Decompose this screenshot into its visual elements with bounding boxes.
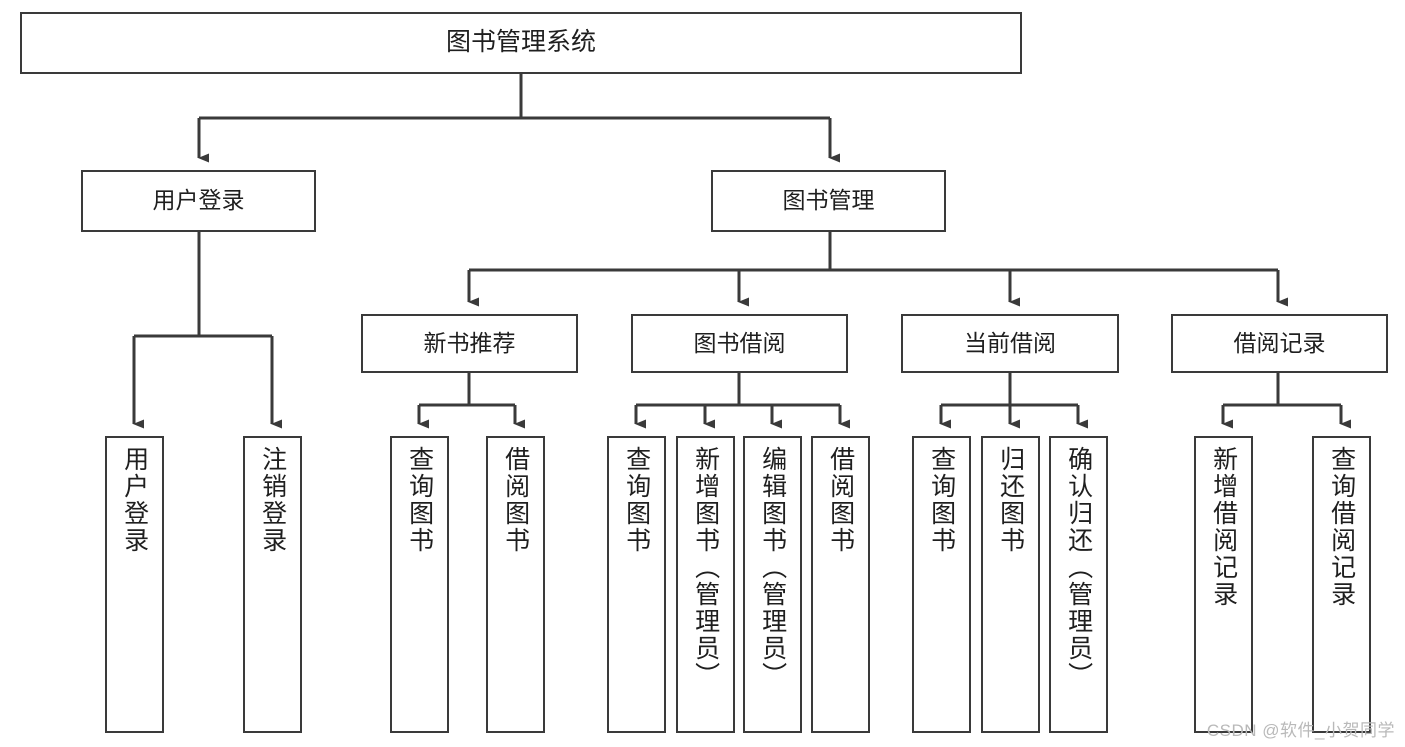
node-label: 用户登录 [120, 446, 149, 554]
node-label: 确认归还（管理员） [1064, 446, 1093, 689]
node-label: 借阅图书 [501, 446, 530, 554]
leaf-add-book-admin[interactable]: 新增图书（管理员） [676, 436, 735, 733]
watermark-text: CSDN @软件_小贺同学 [1206, 721, 1395, 740]
node-label: 图书管理系统 [445, 28, 596, 57]
leaf-logout[interactable]: 注销登录 [243, 436, 302, 733]
node-label: 注销登录 [258, 446, 287, 554]
node-label: 图书借阅 [693, 329, 786, 356]
leaf-return-book[interactable]: 归还图书 [981, 436, 1040, 733]
leaf-edit-book-admin[interactable]: 编辑图书（管理员） [743, 436, 802, 733]
leaf-query-book-1[interactable]: 查询图书 [390, 436, 449, 733]
leaf-confirm-return-admin[interactable]: 确认归还（管理员） [1049, 436, 1108, 733]
node-label: 当前借阅 [964, 329, 1056, 356]
node-label: 归还图书 [996, 446, 1025, 554]
leaf-borrow-book-1[interactable]: 借阅图书 [486, 436, 545, 733]
node-label: 查询图书 [405, 446, 434, 554]
node-book-borrow[interactable]: 图书借阅 [631, 314, 848, 373]
node-label: 新书推荐 [423, 329, 516, 356]
leaf-query-borrow-record[interactable]: 查询借阅记录 [1312, 436, 1371, 733]
node-label: 查询图书 [927, 446, 956, 554]
node-book-management[interactable]: 图书管理 [711, 170, 946, 232]
node-label: 新增借阅记录 [1209, 446, 1238, 608]
node-label: 新增图书（管理员） [691, 446, 720, 689]
node-label: 借阅记录 [1233, 329, 1326, 356]
leaf-user-login[interactable]: 用户登录 [105, 436, 164, 733]
node-label: 借阅图书 [826, 446, 855, 554]
node-label: 编辑图书（管理员） [758, 446, 787, 689]
leaf-query-book-3[interactable]: 查询图书 [912, 436, 971, 733]
leaf-query-book-2[interactable]: 查询图书 [607, 436, 666, 733]
leaf-borrow-book-2[interactable]: 借阅图书 [811, 436, 870, 733]
node-root-system[interactable]: 图书管理系统 [20, 12, 1022, 74]
node-user-login[interactable]: 用户登录 [81, 170, 316, 232]
node-label: 图书管理 [782, 187, 875, 214]
node-current-borrow[interactable]: 当前借阅 [901, 314, 1119, 373]
node-label: 用户登录 [152, 187, 245, 214]
node-borrow-record[interactable]: 借阅记录 [1171, 314, 1388, 373]
node-new-book-recommend[interactable]: 新书推荐 [361, 314, 578, 373]
node-label: 查询图书 [622, 446, 651, 554]
node-label: 查询借阅记录 [1327, 446, 1356, 608]
leaf-add-borrow-record[interactable]: 新增借阅记录 [1194, 436, 1253, 733]
